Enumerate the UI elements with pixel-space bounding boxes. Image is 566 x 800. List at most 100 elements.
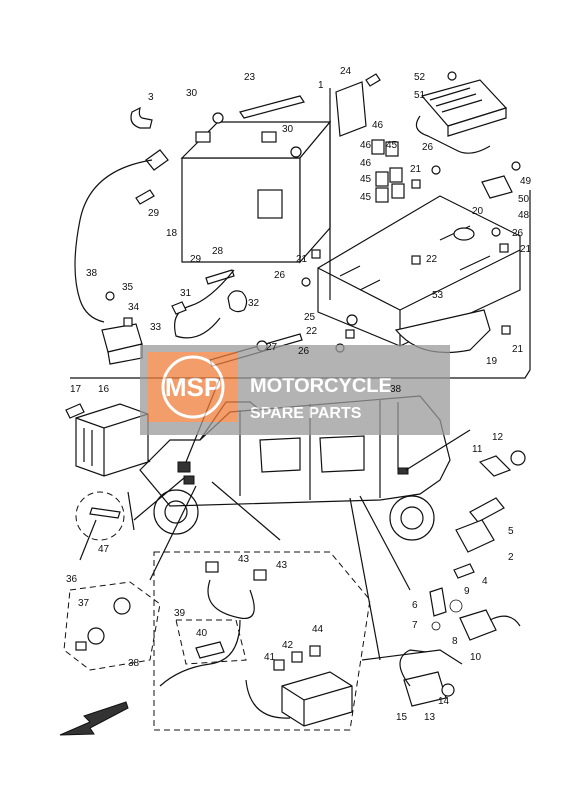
part-label-20: 20 bbox=[472, 206, 484, 217]
leader-13 bbox=[349, 497, 381, 661]
part-label-49: 49 bbox=[520, 176, 532, 187]
part-label-46-2: 46 bbox=[360, 140, 372, 151]
part-label-29: 29 bbox=[148, 208, 160, 219]
part-label-26: 26 bbox=[274, 270, 286, 281]
part-label-45: 45 bbox=[386, 140, 398, 151]
bolt-29b bbox=[205, 269, 235, 285]
part-label-52: 52 bbox=[414, 72, 426, 83]
part-label-18: 18 bbox=[166, 228, 178, 239]
bolt-49 bbox=[511, 161, 521, 171]
part-label-38-3: 38 bbox=[128, 658, 140, 669]
part-label-44: 44 bbox=[312, 624, 324, 635]
part-label-2: 2 bbox=[508, 552, 514, 563]
clip-21d bbox=[501, 325, 511, 335]
part-label-40: 40 bbox=[196, 628, 208, 639]
battery-band bbox=[239, 95, 305, 119]
sensor-11 bbox=[478, 450, 526, 477]
cdi-unit-16 bbox=[75, 403, 149, 477]
part-label-45-3: 45 bbox=[360, 192, 372, 203]
clip-22a bbox=[345, 329, 355, 339]
bolt-26b bbox=[491, 227, 501, 237]
part-label-13: 13 bbox=[424, 712, 436, 723]
part-label-7: 7 bbox=[412, 620, 418, 631]
part-label-29-2: 29 bbox=[190, 254, 202, 265]
clip-21a bbox=[311, 249, 321, 259]
part-label-31: 31 bbox=[180, 288, 192, 299]
watermark: MSP MOTORCYCLE SPARE PARTS bbox=[140, 345, 450, 435]
part-label-14: 14 bbox=[438, 696, 450, 707]
electrical-tray bbox=[317, 195, 521, 353]
bolt-26c bbox=[301, 277, 311, 287]
watermark-line2: SPARE PARTS bbox=[250, 405, 362, 422]
bolt-30a bbox=[212, 112, 224, 124]
bolt-31 bbox=[171, 301, 187, 315]
part-label-48: 48 bbox=[518, 210, 530, 221]
part-label-10: 10 bbox=[470, 652, 482, 663]
harness-28 bbox=[174, 269, 235, 339]
part-label-21: 21 bbox=[296, 254, 308, 265]
leader-38 bbox=[211, 481, 281, 541]
switch-group-8 bbox=[429, 587, 521, 641]
part-label-46: 46 bbox=[372, 120, 384, 131]
clamp-3 bbox=[130, 106, 153, 129]
part-label-21-4: 21 bbox=[512, 344, 524, 355]
sub-harness-38 bbox=[153, 551, 371, 731]
relays-45-46 bbox=[371, 139, 405, 203]
bolt-24 bbox=[365, 73, 381, 87]
part-label-43-2: 43 bbox=[276, 560, 288, 571]
part-label-1: 1 bbox=[318, 80, 324, 91]
part-label-16: 16 bbox=[98, 384, 110, 395]
part-label-24: 24 bbox=[340, 66, 352, 77]
sensor-47 bbox=[75, 491, 135, 561]
part-label-8: 8 bbox=[452, 636, 458, 647]
grommet-20 bbox=[453, 227, 475, 241]
part-label-22: 22 bbox=[306, 326, 318, 337]
bracket-1 bbox=[335, 81, 367, 137]
part-label-23: 23 bbox=[244, 72, 256, 83]
part-label-5: 5 bbox=[508, 526, 514, 537]
part-label-37: 37 bbox=[78, 598, 90, 609]
leader-47 bbox=[133, 477, 185, 521]
bolt-52 bbox=[447, 71, 457, 81]
part-label-39: 39 bbox=[174, 608, 186, 619]
part-label-42: 42 bbox=[282, 640, 294, 651]
leader-4 bbox=[359, 495, 411, 591]
direction-arrow-icon bbox=[59, 701, 129, 736]
part-label-30: 30 bbox=[186, 88, 198, 99]
part-label-46-3: 46 bbox=[360, 158, 372, 169]
sensor-13 bbox=[399, 649, 455, 707]
part-label-25: 25 bbox=[304, 312, 316, 323]
part-label-51: 51 bbox=[414, 90, 426, 101]
bolt-17 bbox=[65, 403, 85, 419]
leader-right bbox=[405, 429, 471, 471]
watermark-line1: MOTORCYCLE bbox=[250, 375, 392, 397]
part-label-21-3: 21 bbox=[520, 244, 532, 255]
watermark-logo: MSP bbox=[165, 372, 221, 402]
leader-36 bbox=[149, 485, 197, 581]
part-label-47: 47 bbox=[98, 544, 110, 555]
part-label-27: 27 bbox=[266, 342, 278, 353]
part-label-9: 9 bbox=[464, 586, 470, 597]
part-label-41: 41 bbox=[264, 652, 276, 663]
part-label-17: 17 bbox=[70, 384, 82, 395]
bolt-26a bbox=[431, 165, 441, 175]
part-label-26-2: 26 bbox=[422, 142, 434, 153]
part-label-22-2: 22 bbox=[426, 254, 438, 265]
part-label-53: 53 bbox=[432, 290, 444, 301]
part-label-3: 3 bbox=[148, 92, 154, 103]
switch-group-36 bbox=[63, 581, 161, 671]
part-label-26-3: 26 bbox=[512, 228, 524, 239]
clip-22b bbox=[411, 255, 421, 265]
ecu-50 bbox=[415, 79, 508, 154]
connector-48 bbox=[481, 175, 513, 199]
bracket-13 bbox=[361, 649, 463, 665]
part-label-45-2: 45 bbox=[360, 174, 372, 185]
part-label-38-2: 38 bbox=[390, 384, 402, 395]
bolt-4 bbox=[453, 563, 475, 579]
wire-lead-38 bbox=[74, 159, 153, 323]
bolt-30b bbox=[290, 146, 302, 158]
nut-25 bbox=[346, 314, 358, 326]
part-label-26-4: 26 bbox=[298, 346, 310, 357]
part-label-28: 28 bbox=[212, 246, 224, 257]
